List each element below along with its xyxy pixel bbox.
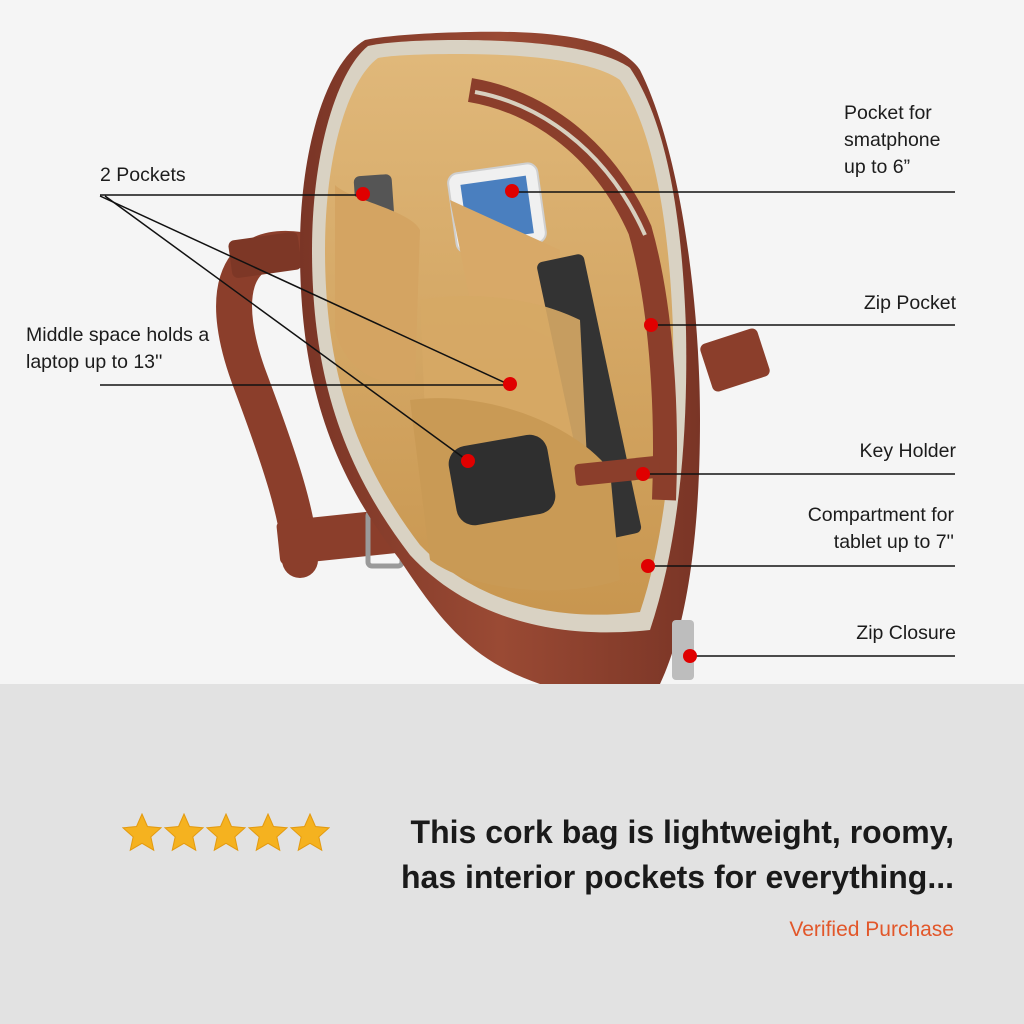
callout-two-pockets: 2 Pockets bbox=[100, 164, 186, 186]
marker-middle-space bbox=[503, 377, 517, 391]
star-icon bbox=[205, 813, 247, 852]
callout-zip-closure: Zip Closure bbox=[856, 622, 956, 644]
star-icon bbox=[247, 813, 289, 852]
star-icon bbox=[122, 813, 163, 852]
left-strap bbox=[216, 230, 318, 578]
marker-zip-pocket bbox=[644, 318, 658, 332]
callout-zip-pocket: Zip Pocket bbox=[863, 292, 956, 314]
left-buckle-top bbox=[228, 232, 302, 278]
callout-smartphone-pocket: Pocket for smatphone up to 6” bbox=[844, 102, 941, 178]
marker-key-holder bbox=[636, 467, 650, 481]
review-text: This cork bag is lightweight, roomy, has… bbox=[400, 814, 954, 895]
star-rating bbox=[122, 813, 330, 853]
zip-puller bbox=[672, 620, 694, 680]
marker-zip-closure bbox=[683, 649, 697, 663]
callout-middle-space: Middle space holds a laptop up to 13'' bbox=[26, 324, 210, 373]
marker-power-bank bbox=[461, 454, 475, 468]
marker-two-pockets bbox=[356, 187, 370, 201]
right-tab bbox=[700, 328, 770, 392]
cork-bag-illustration bbox=[99, 31, 955, 684]
marker-smartphone-pocket bbox=[505, 184, 519, 198]
callout-tablet-compartment: Compartment for tablet up to 7'' bbox=[807, 504, 954, 553]
callout-key-holder: Key Holder bbox=[859, 440, 956, 462]
power-bank bbox=[448, 434, 556, 526]
star-icon bbox=[163, 813, 205, 852]
marker-tablet bbox=[641, 559, 655, 573]
review-banner bbox=[0, 684, 1024, 1024]
star-icon bbox=[289, 813, 330, 852]
verified-purchase-label: Verified Purchase bbox=[789, 918, 954, 941]
